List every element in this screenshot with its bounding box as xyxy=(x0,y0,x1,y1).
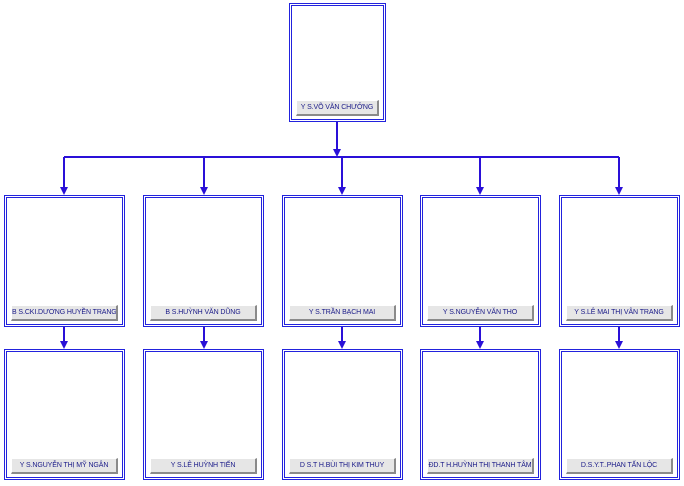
node-label: Y S.NGUYỄN THỊ MỸ NGÂN xyxy=(11,458,118,474)
node-label: B S.CKI.DƯƠNG HUYỀN TRANG xyxy=(11,305,118,321)
org-node-l2-5: Y S.LÊ MAI THỊ VÂN TRANG xyxy=(559,195,680,327)
org-node-l3-1: Y S.NGUYỄN THỊ MỸ NGÂN xyxy=(4,349,125,480)
org-node-l3-4: ĐD.T H.HUỲNH THỊ THANH TÂM xyxy=(420,349,541,480)
node-label: D S.T H.BÙI THỊ KIM THUY xyxy=(289,458,396,474)
org-node-l3-2: Y S.LÊ HUỲNH TIẾN xyxy=(143,349,264,480)
node-label: Y S.TRẦN BẠCH MAI xyxy=(289,305,396,321)
node-label: D.S.Y.T..PHAN TẤN LỘC xyxy=(566,458,673,474)
org-node-l3-3: D S.T H.BÙI THỊ KIM THUY xyxy=(282,349,403,480)
node-label: Y S.LÊ MAI THỊ VÂN TRANG xyxy=(566,305,673,321)
node-label: ĐD.T H.HUỲNH THỊ THANH TÂM xyxy=(427,458,534,474)
org-node-l2-1: B S.CKI.DƯƠNG HUYỀN TRANG xyxy=(4,195,125,327)
org-node-l2-2: B S.HUỲNH VĂN DŨNG xyxy=(143,195,264,327)
org-node-l3-5: D.S.Y.T..PHAN TẤN LỘC xyxy=(559,349,680,480)
org-node-root: Y S.VÕ VĂN CHƯỞNG xyxy=(289,3,386,122)
node-label: B S.HUỲNH VĂN DŨNG xyxy=(150,305,257,321)
org-node-l2-4: Y S.NGUYỄN VĂN THO xyxy=(420,195,541,327)
node-label: Y S.NGUYỄN VĂN THO xyxy=(427,305,534,321)
node-label-root: Y S.VÕ VĂN CHƯỞNG xyxy=(296,100,379,116)
org-node-l2-3: Y S.TRẦN BẠCH MAI xyxy=(282,195,403,327)
node-label: Y S.LÊ HUỲNH TIẾN xyxy=(150,458,257,474)
